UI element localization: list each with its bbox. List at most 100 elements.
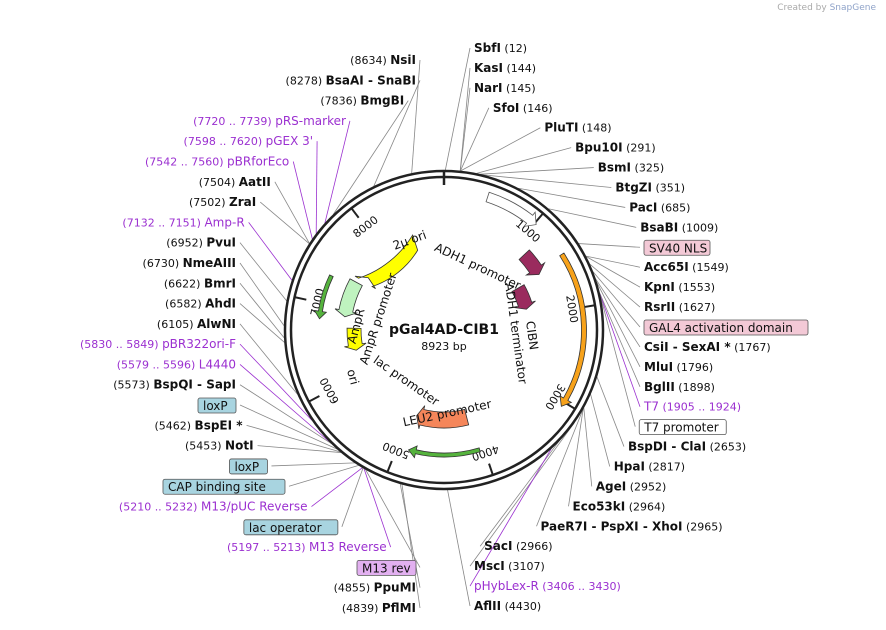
site-t7-promoter[interactable]: T7 promoter — [638, 419, 727, 436]
site-ahdi[interactable]: (6582) AhdI — [165, 297, 236, 311]
site-mlui[interactable]: MluI (1796) — [644, 360, 713, 374]
feature-ampr-green[interactable] — [313, 274, 334, 320]
site-bspqi-sapi[interactable]: (5573) BspQI - SapI — [113, 378, 236, 392]
site-bspdi-clai[interactable]: BspDI - ClaI (2653) — [628, 440, 746, 454]
site-sbfi[interactable]: SbfI (12) — [474, 41, 527, 55]
leader-zrai — [259, 201, 310, 244]
site-label: BsaBI (1009) — [640, 220, 718, 234]
feature-ampr[interactable] — [334, 278, 363, 318]
site-pgex-3[interactable]: (7598 .. 7620) pGEX 3' — [184, 134, 314, 148]
site-t7[interactable]: T7 (1905 .. 1924) — [643, 400, 741, 414]
ruler-label-6000: 6000 — [317, 375, 342, 406]
site-gal4-activation-domain[interactable]: GAL4 activation domain — [643, 319, 809, 336]
site-eco53ki[interactable]: Eco53kI (2964) — [573, 499, 666, 513]
feature-box — [356, 560, 417, 576]
feature-label-ori: ori — [344, 368, 362, 387]
site-l4440[interactable]: (5579 .. 5596) L4440 — [117, 357, 236, 371]
site-pbr322ori-f[interactable]: (5830 .. 5849) pBR322ori-F — [80, 337, 236, 351]
site-bmri[interactable]: (6622) BmrI — [164, 276, 236, 290]
site-label: MluI (1796) — [644, 360, 713, 374]
leader-hpai — [590, 394, 611, 467]
site-kpni[interactable]: KpnI (1553) — [644, 280, 715, 294]
site-nsii[interactable]: (8634) NsiI — [350, 53, 416, 67]
site-aflii[interactable]: AflII (4430) — [474, 599, 541, 613]
feature-cibn[interactable] — [511, 284, 536, 310]
site-rsrii[interactable]: RsrII (1627) — [644, 300, 715, 314]
site-prs-marker[interactable]: (7720 .. 7739) pRS-marker — [193, 114, 346, 128]
site-paci[interactable]: PacI (685) — [629, 200, 690, 214]
site-label: PluTI (148) — [544, 121, 611, 135]
plasmid-size: 8923 bp — [421, 340, 466, 353]
site-loxp[interactable]: loxP — [229, 458, 268, 475]
site-nmeaiii[interactable]: (6730) NmeAIII — [143, 256, 236, 270]
feature-2-ori[interactable] — [354, 234, 419, 289]
leader-kasi — [459, 67, 471, 171]
leader-aflii — [447, 489, 471, 607]
site-alwni[interactable]: (6105) AlwNI — [157, 317, 236, 331]
site-label: BglII (1898) — [644, 380, 715, 394]
site-label: (8278) BsaAI - SnaBI — [286, 73, 416, 87]
leader-rsrii — [589, 263, 641, 308]
site-bpu10i[interactable]: Bpu10I (291) — [575, 141, 656, 155]
leader-t7 — [599, 294, 641, 407]
feature-sv40-nls-outer[interactable] — [559, 252, 587, 407]
site-label: (5579 .. 5596) L4440 — [117, 357, 236, 371]
site-sv40-nls[interactable]: SV40 NLS — [643, 239, 711, 256]
site-pflmi[interactable]: (4839) PflMI — [342, 601, 416, 615]
site-paer7i-pspxi-xhoi[interactable]: PaeR7I - PspXI - XhoI (2965) — [541, 519, 723, 533]
site-label: (5210 .. 5232) M13/pUC Reverse — [119, 500, 308, 514]
site-nari[interactable]: NarI (145) — [474, 81, 536, 95]
site-lac-operator[interactable]: lac operator — [243, 519, 339, 536]
site-csii-sexai[interactable]: CsiI - SexAI * (1767) — [644, 340, 771, 354]
feature-leu2-green[interactable] — [407, 445, 481, 459]
site-bmgbi[interactable]: (7836) BmgBI — [320, 94, 404, 108]
site-bsabi[interactable]: BsaBI (1009) — [640, 220, 718, 234]
leader-nari — [459, 87, 471, 171]
site-sfoi[interactable]: SfoI (146) — [493, 101, 553, 115]
ruler-tick-4000 — [488, 463, 494, 476]
site-amp-r[interactable]: (7132 .. 7151) Amp-R — [122, 215, 244, 229]
site-agei[interactable]: AgeI (2952) — [596, 479, 667, 493]
site-kasi[interactable]: KasI (144) — [474, 61, 536, 75]
site-label: NarI (145) — [474, 81, 536, 95]
site-hpai[interactable]: HpaI (2817) — [614, 460, 685, 474]
site-cap-binding-site[interactable]: CAP binding site — [162, 478, 286, 495]
site-ppumi[interactable]: (4855) PpuMI — [334, 581, 416, 595]
site-pluti[interactable]: PluTI (148) — [544, 121, 611, 135]
feature-arrows — [313, 191, 587, 459]
site-phyblex-r[interactable]: pHybLex-R (3406 .. 3430) — [474, 579, 621, 593]
feature-ori[interactable] — [344, 327, 367, 351]
site-zrai[interactable]: (7502) ZraI — [189, 195, 256, 209]
feature-box — [229, 458, 268, 475]
feature-gal4-ad[interactable] — [518, 249, 546, 276]
site-labels: SbfI (12) KasI (144) NarI (145) SfoI (146) P… — [80, 41, 809, 615]
leader-sbfi — [444, 47, 471, 171]
site-pbrforeco[interactable]: (7542 .. 7560) pBRforEco — [145, 154, 289, 168]
site-msci[interactable]: MscI (3107) — [474, 559, 545, 573]
feature-label-leu2: LEU2 — [447, 431, 478, 445]
feature-box-label: loxP — [234, 460, 259, 474]
site-label: pHybLex-R (3406 .. 3430) — [474, 579, 621, 593]
site-bspei[interactable]: (5462) BspEI * — [154, 418, 243, 432]
site-label: AflII (4430) — [474, 599, 541, 613]
site-aatii[interactable]: (7504) AatII — [199, 175, 271, 189]
feature-box — [243, 519, 339, 536]
feature-adh1-promoter[interactable] — [485, 191, 537, 227]
site-noti[interactable]: (5453) NotI — [185, 439, 254, 453]
site-acc65i[interactable]: Acc65I (1549) — [644, 260, 729, 274]
feature-box-label: GAL4 activation domain — [649, 321, 793, 335]
site-btgzi[interactable]: BtgZI (351) — [615, 181, 685, 195]
site-loxp[interactable]: loxP — [197, 397, 237, 414]
leader-pluti — [460, 127, 541, 172]
site-m13-rev[interactable]: M13 rev — [356, 560, 417, 576]
site-m13-reverse[interactable]: (5197 .. 5213) M13 Reverse — [227, 540, 387, 554]
feature-leu2[interactable] — [416, 405, 470, 429]
site-m13-puc-reverse[interactable]: (5210 .. 5232) M13/pUC Reverse — [119, 500, 308, 514]
site-saci[interactable]: SacI (2966) — [484, 539, 552, 553]
site-bsaai-snabi[interactable]: (8278) BsaAI - SnaBI — [286, 73, 416, 87]
site-bsmi[interactable]: BsmI (325) — [598, 161, 664, 175]
site-label: SfoI (146) — [493, 101, 553, 115]
site-bglii[interactable]: BglII (1898) — [644, 380, 715, 394]
site-pvui[interactable]: (6952) PvuI — [166, 236, 236, 250]
